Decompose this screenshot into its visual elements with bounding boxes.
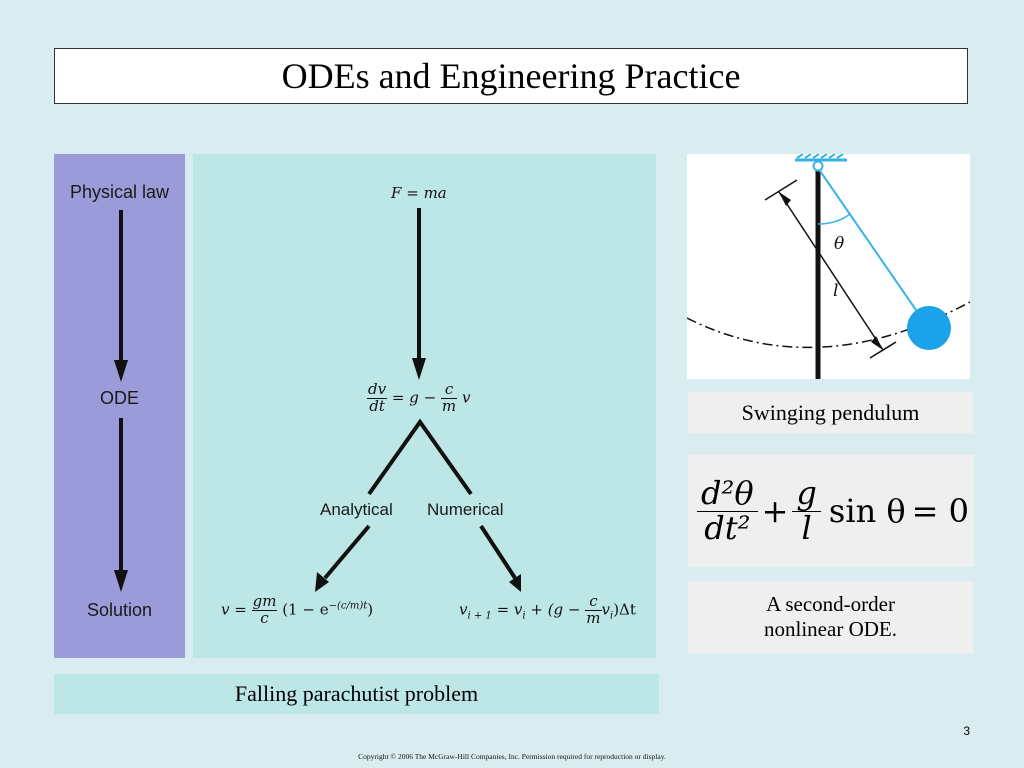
arrow-numerical [479,524,517,580]
arrowhead-numerical [509,574,521,592]
ode-caption: A second-order nonlinear ODE. [688,581,973,653]
slide-title: ODEs and Engineering Practice [281,56,741,96]
theta-arc [817,213,851,225]
flow-arrows [315,208,521,592]
arrowhead-analytical [315,572,329,592]
step-solution: Solution [86,600,153,620]
arrowhead-ode-to-solution [114,570,128,592]
newton-law: F = ma [391,184,447,202]
swing-arc [686,301,971,349]
pivot-point [812,160,824,172]
length-dimension-line [778,191,884,351]
branch-analytical: Analytical [320,500,393,519]
ceiling-hatch [796,153,844,159]
pendulum-figure: θ l [686,153,971,379]
pendulum-drawing: θ l [686,153,971,379]
arrowhead-law-to-ode [412,358,426,380]
length-tick-bottom [869,341,897,359]
arrowhead-law-to-ode [114,360,128,382]
pendulum-bob [907,306,951,350]
arrow-analytical [323,524,371,580]
length-tick-top [764,179,798,201]
parachutist-caption: Falling parachutist problem [54,674,659,714]
step-ode: ODE [99,388,139,408]
page-number: 3 [963,724,970,738]
slide-title-box: ODEs and Engineering Practice [54,48,968,104]
step-physical-law: Physical law [69,182,170,202]
generic-flow-strip: Physical law ODE Solution [54,154,185,658]
pendulum-caption: Swinging pendulum [688,392,973,433]
copyright-notice: Copyright © 2006 The McGraw-Hill Compani… [358,752,666,761]
branch-split-lines [367,418,473,496]
branch-numerical: Numerical [427,500,504,519]
length-arrow-top [779,192,791,206]
theta-label: θ [834,234,844,254]
strip-arrows [114,210,128,592]
pendulum-string [817,167,928,327]
length-arrow-bottom [871,336,883,350]
length-label: l [833,281,838,301]
